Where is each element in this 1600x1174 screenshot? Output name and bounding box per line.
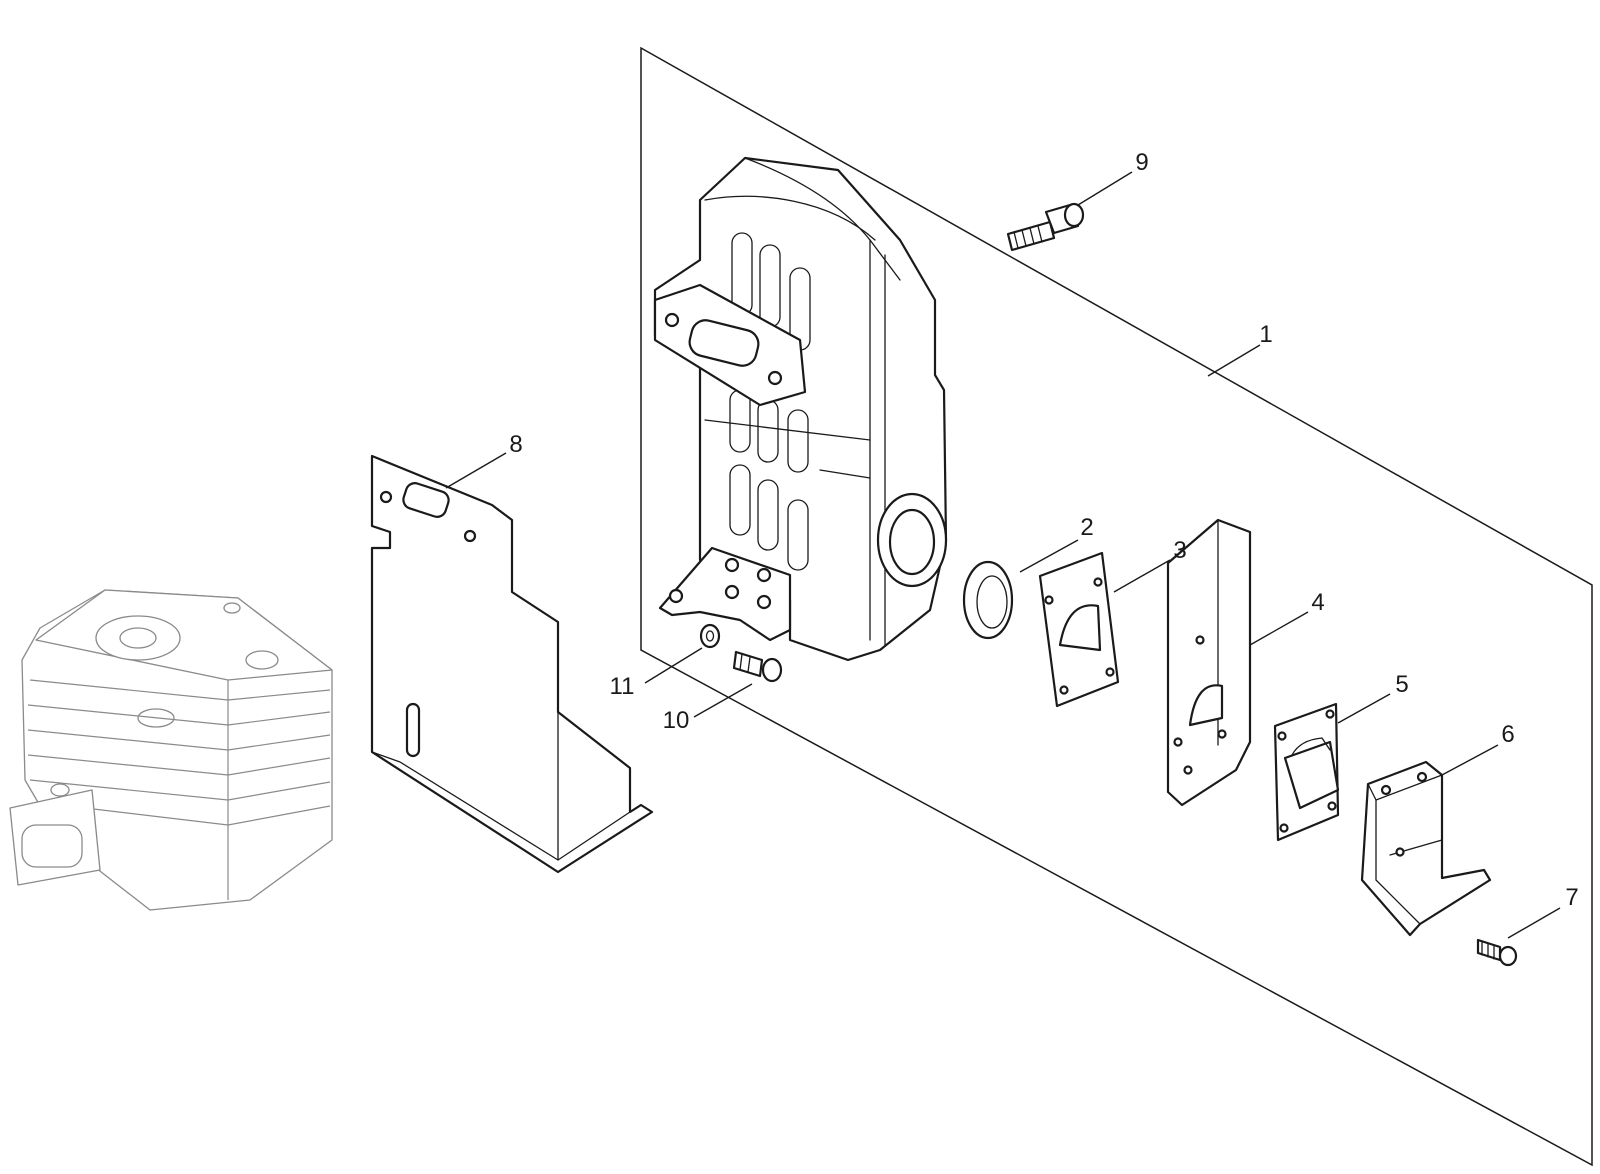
screw-7-part (1476, 938, 1518, 967)
muffler-part (653, 156, 948, 662)
callout-8: 8 (509, 431, 522, 458)
cylinder-ghost (9, 589, 333, 911)
gasket-ring-part (962, 560, 1014, 640)
heat-shield-part (370, 454, 654, 874)
callout-1: 1 (1259, 321, 1272, 348)
plate-gasket-part (1038, 551, 1120, 708)
leader-lines (445, 171, 1561, 939)
deflector-part (1273, 702, 1340, 842)
callout-11: 11 (610, 673, 635, 700)
callout-6: 6 (1501, 721, 1514, 748)
screw-10-part (732, 650, 783, 683)
callout-9: 9 (1135, 149, 1148, 176)
screw-9-part (1006, 202, 1085, 252)
callout-2: 2 (1080, 514, 1093, 541)
callouts: 1 2 3 4 5 6 7 8 9 10 11 (509, 149, 1578, 911)
callout-5: 5 (1395, 671, 1408, 698)
callout-3: 3 (1173, 537, 1186, 564)
callout-10: 10 (663, 707, 690, 734)
outlet-guard-part (1360, 760, 1492, 937)
callout-4: 4 (1311, 589, 1324, 616)
spark-screen-part (1166, 518, 1252, 807)
washer-11-part (699, 623, 721, 649)
callout-7: 7 (1565, 884, 1578, 911)
